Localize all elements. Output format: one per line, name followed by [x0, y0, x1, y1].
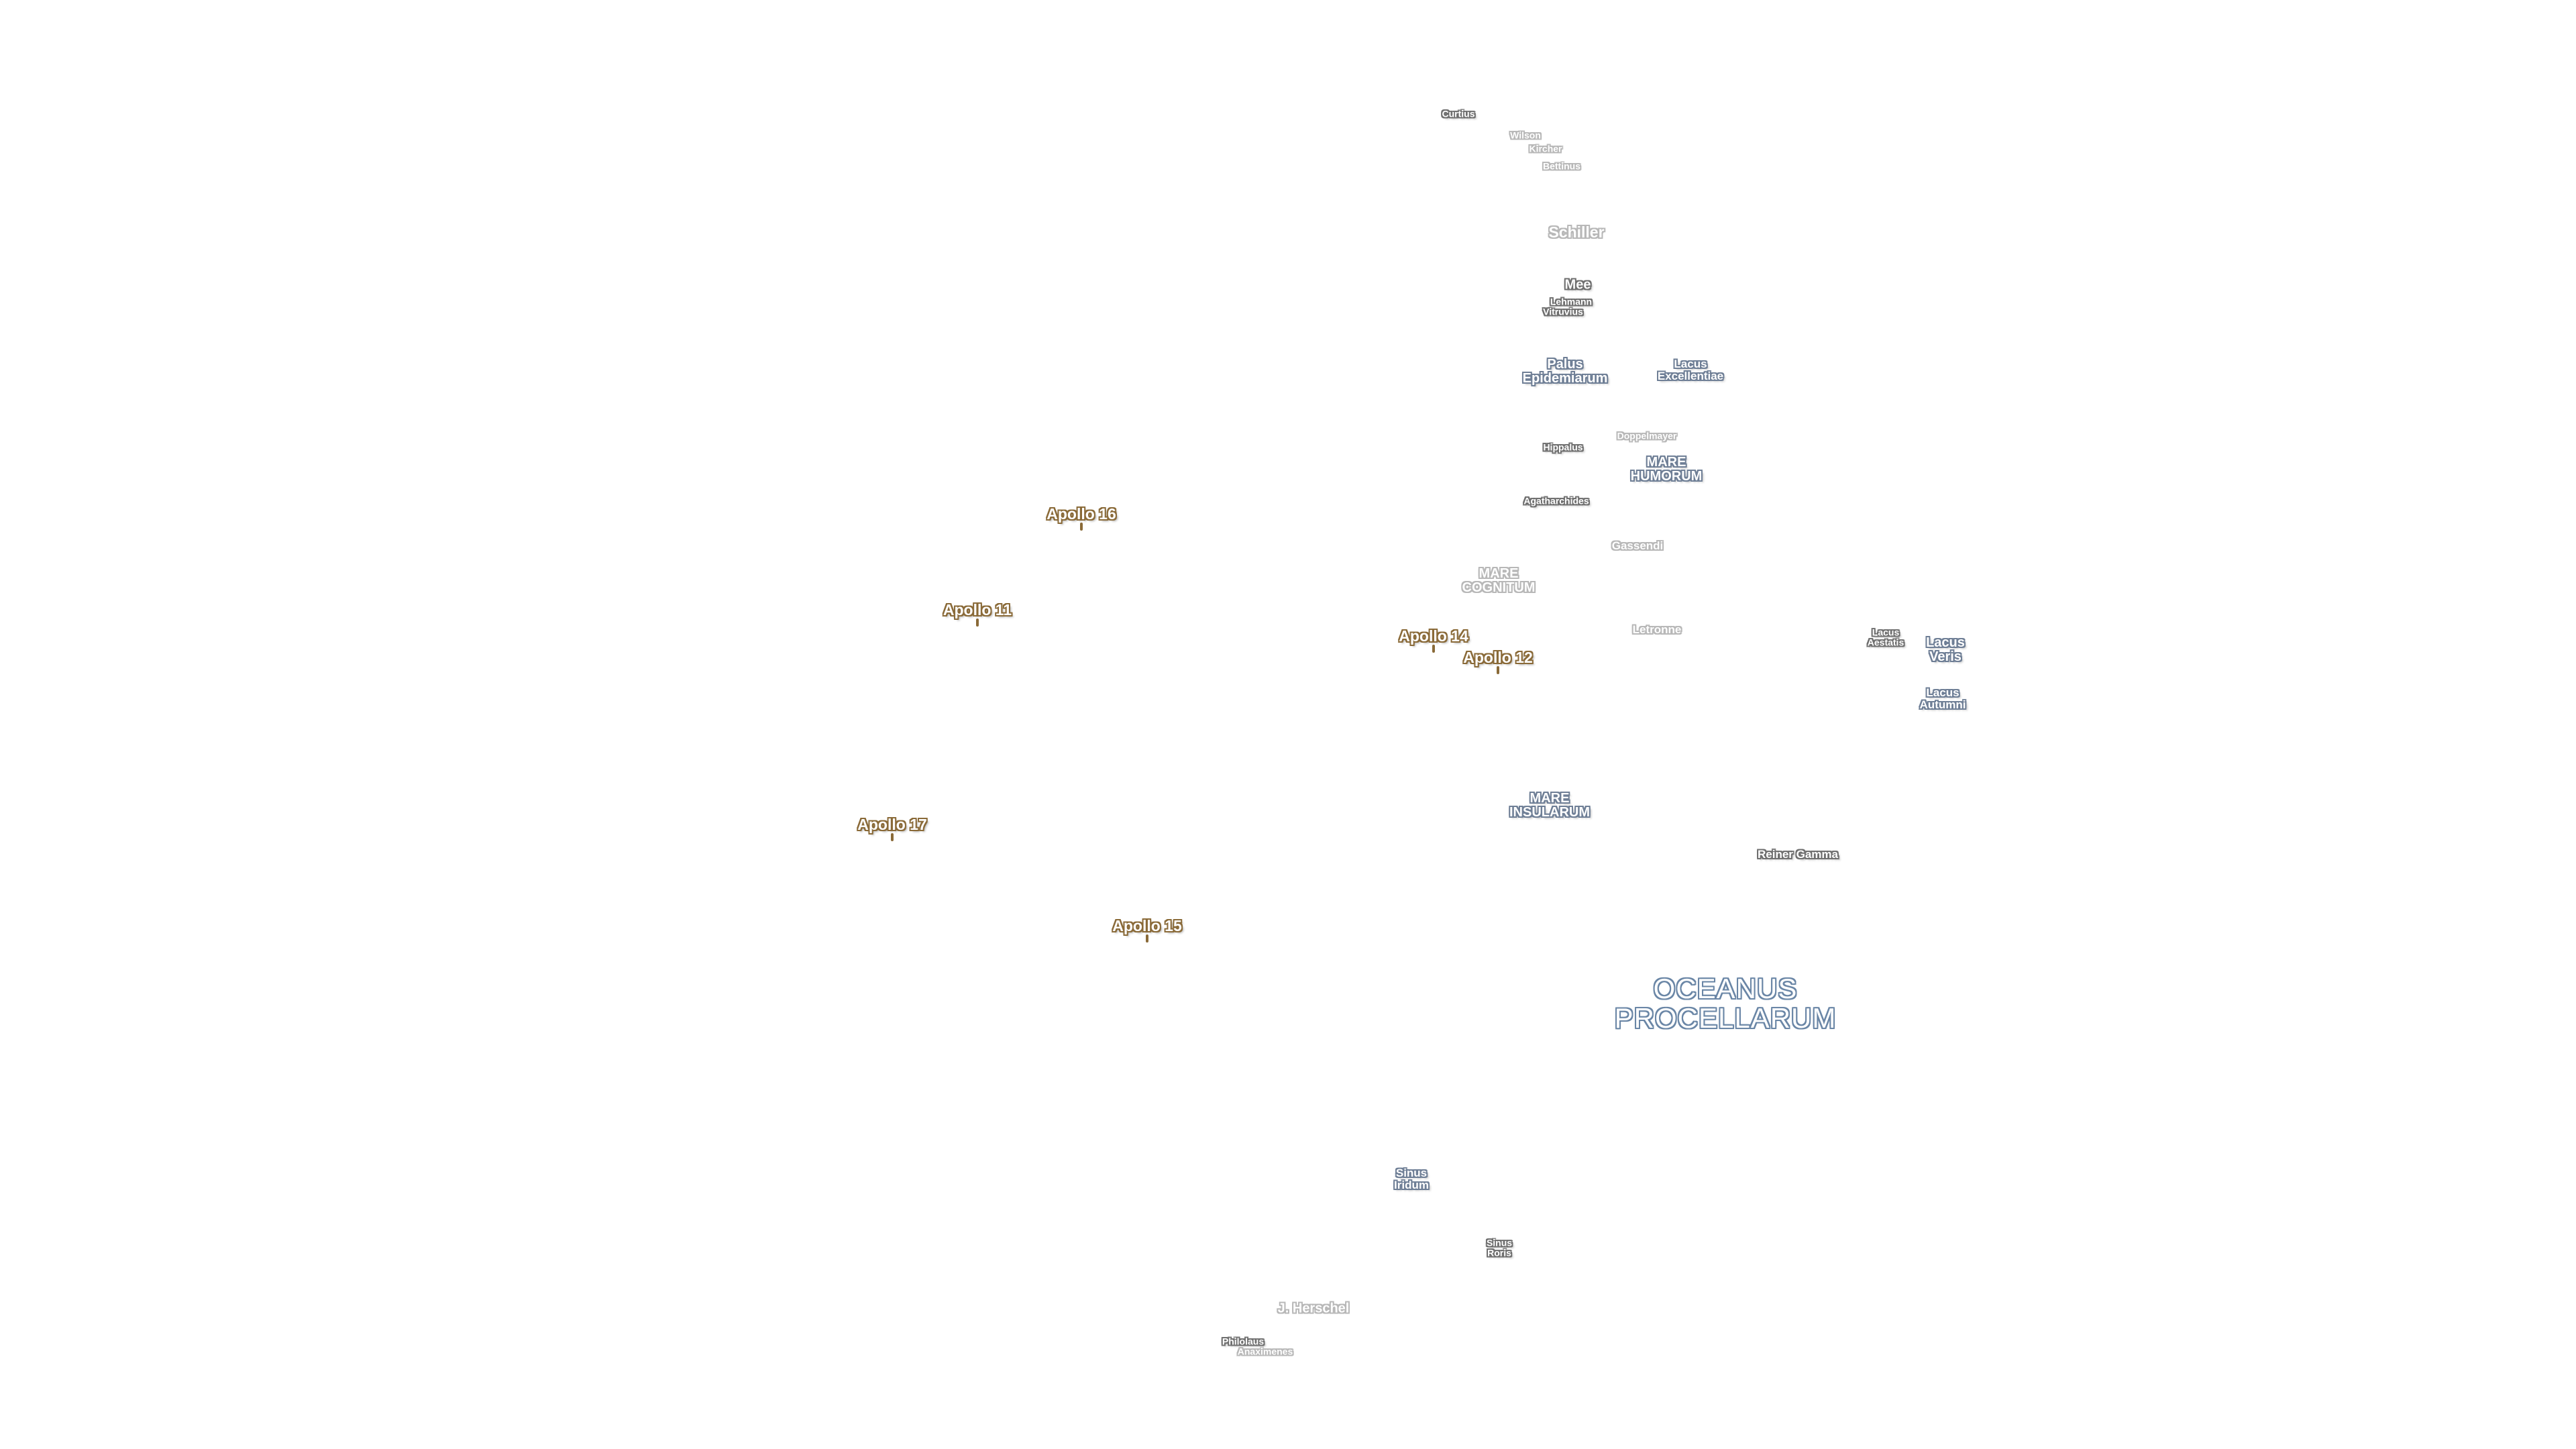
sinus-roris[interactable]: Sinus Roris	[1487, 1238, 1512, 1257]
mare-insularum-line-1: MARE	[1529, 791, 1570, 806]
crater-wilson[interactable]: Wilson	[1510, 129, 1541, 141]
oceanus-procellarum[interactable]: OCEANUS PROCELLARUM	[1614, 972, 1837, 1034]
crater-schiller[interactable]: Schiller	[1548, 223, 1605, 241]
lacus-aestatis-line-2: Aestatis	[1867, 637, 1904, 647]
crater-philolaus[interactable]: Philolaus	[1222, 1336, 1265, 1347]
mare-cognitum[interactable]: MARE COGNITUM	[1462, 567, 1536, 595]
lacus-excellentiae-line-1: Lacus	[1674, 358, 1707, 371]
mare-cognitum-line-1: MARE	[1479, 566, 1519, 581]
reiner-gamma[interactable]: Reiner Gamma	[1758, 848, 1838, 861]
lacus-autumni-line-1: Lacus	[1926, 686, 1960, 700]
apollo-16-label[interactable]: Apollo 16	[1046, 504, 1116, 523]
crater-vitruvius[interactable]: Vitruvius	[1543, 306, 1583, 317]
lacus-excellentiae[interactable]: Lacus Excellentiae	[1658, 358, 1723, 382]
lacus-veris-line-2: Veris	[1929, 649, 1962, 664]
crater-agatharchides[interactable]: Agatharchides	[1523, 495, 1589, 506]
mare-insularum-line-2: INSULARUM	[1509, 805, 1590, 820]
crater-anaximenes[interactable]: Anaximenes	[1237, 1346, 1293, 1357]
mare-cognitum-line-2: COGNITUM	[1462, 580, 1536, 595]
sinus-iridum-line-1: Sinus	[1395, 1167, 1428, 1180]
crater-curtius[interactable]: Curtius	[1442, 108, 1475, 119]
crater-lehmann[interactable]: Lehmann	[1550, 296, 1593, 307]
crater-gassendi[interactable]: Gassendi	[1611, 539, 1664, 553]
mare-humorum-line-2: HUMORUM	[1630, 469, 1703, 484]
mare-humorum-line-1: MARE	[1646, 455, 1686, 470]
mare-humorum[interactable]: MARE HUMORUM	[1631, 455, 1703, 484]
apollo-15-marker[interactable]	[1146, 934, 1148, 943]
lacus-veris-line-1: Lacus	[1926, 635, 1965, 650]
crater-mee[interactable]: Mee	[1564, 277, 1591, 292]
apollo-12-marker[interactable]	[1497, 666, 1499, 674]
palus-epidemiarum-line-1: Palus	[1547, 357, 1583, 372]
apollo-17-label[interactable]: Apollo 17	[857, 815, 927, 833]
crater-j-herschel[interactable]: J. Herschel	[1277, 1301, 1350, 1316]
crater-bettinus[interactable]: Bettinus	[1543, 160, 1580, 172]
apollo-15-label[interactable]: Apollo 15	[1112, 916, 1182, 934]
oceanus-procellarum-line-2: PROCELLARUM	[1614, 1002, 1837, 1034]
apollo-16-marker[interactable]	[1080, 523, 1083, 531]
palus-epidemiarum[interactable]: Palus Epidemiarum	[1523, 358, 1608, 386]
lacus-aestatis[interactable]: Lacus Aestatis	[1868, 627, 1904, 647]
apollo-14-label[interactable]: Apollo 14	[1399, 627, 1468, 645]
apollo-17-marker[interactable]	[891, 833, 894, 841]
apollo-12-label[interactable]: Apollo 12	[1463, 648, 1533, 666]
lacus-autumni-line-2: Autumni	[1919, 698, 1966, 711]
apollo-11-label[interactable]: Apollo 11	[943, 600, 1012, 619]
sinus-iridum-line-2: Iridum	[1394, 1179, 1429, 1191]
apollo-14-marker[interactable]	[1432, 645, 1435, 653]
mare-insularum[interactable]: MARE INSULARUM	[1509, 792, 1590, 820]
crater-hippalus[interactable]: Hippalus	[1543, 441, 1583, 453]
sinus-iridum[interactable]: Sinus Iridum	[1394, 1167, 1429, 1191]
sinus-roris-line-2: Roris	[1487, 1247, 1511, 1258]
lacus-veris[interactable]: Lacus Veris	[1926, 636, 1965, 664]
sinus-roris-line-1: Sinus	[1486, 1237, 1513, 1248]
lacus-autumni[interactable]: Lacus Autumni	[1920, 687, 1966, 711]
crater-kircher[interactable]: Kircher	[1529, 143, 1562, 154]
palus-epidemiarum-line-2: Epidemiarum	[1522, 371, 1608, 386]
lacus-aestatis-line-1: Lacus	[1872, 627, 1900, 638]
apollo-11-marker[interactable]	[976, 619, 979, 627]
oceanus-procellarum-line-1: OCEANUS	[1653, 972, 1798, 1004]
crater-doppelmayer[interactable]: Doppelmayer	[1617, 430, 1677, 441]
lacus-excellentiae-line-2: Excellentiae	[1657, 370, 1724, 382]
crater-letronne[interactable]: Letronne	[1632, 623, 1682, 637]
